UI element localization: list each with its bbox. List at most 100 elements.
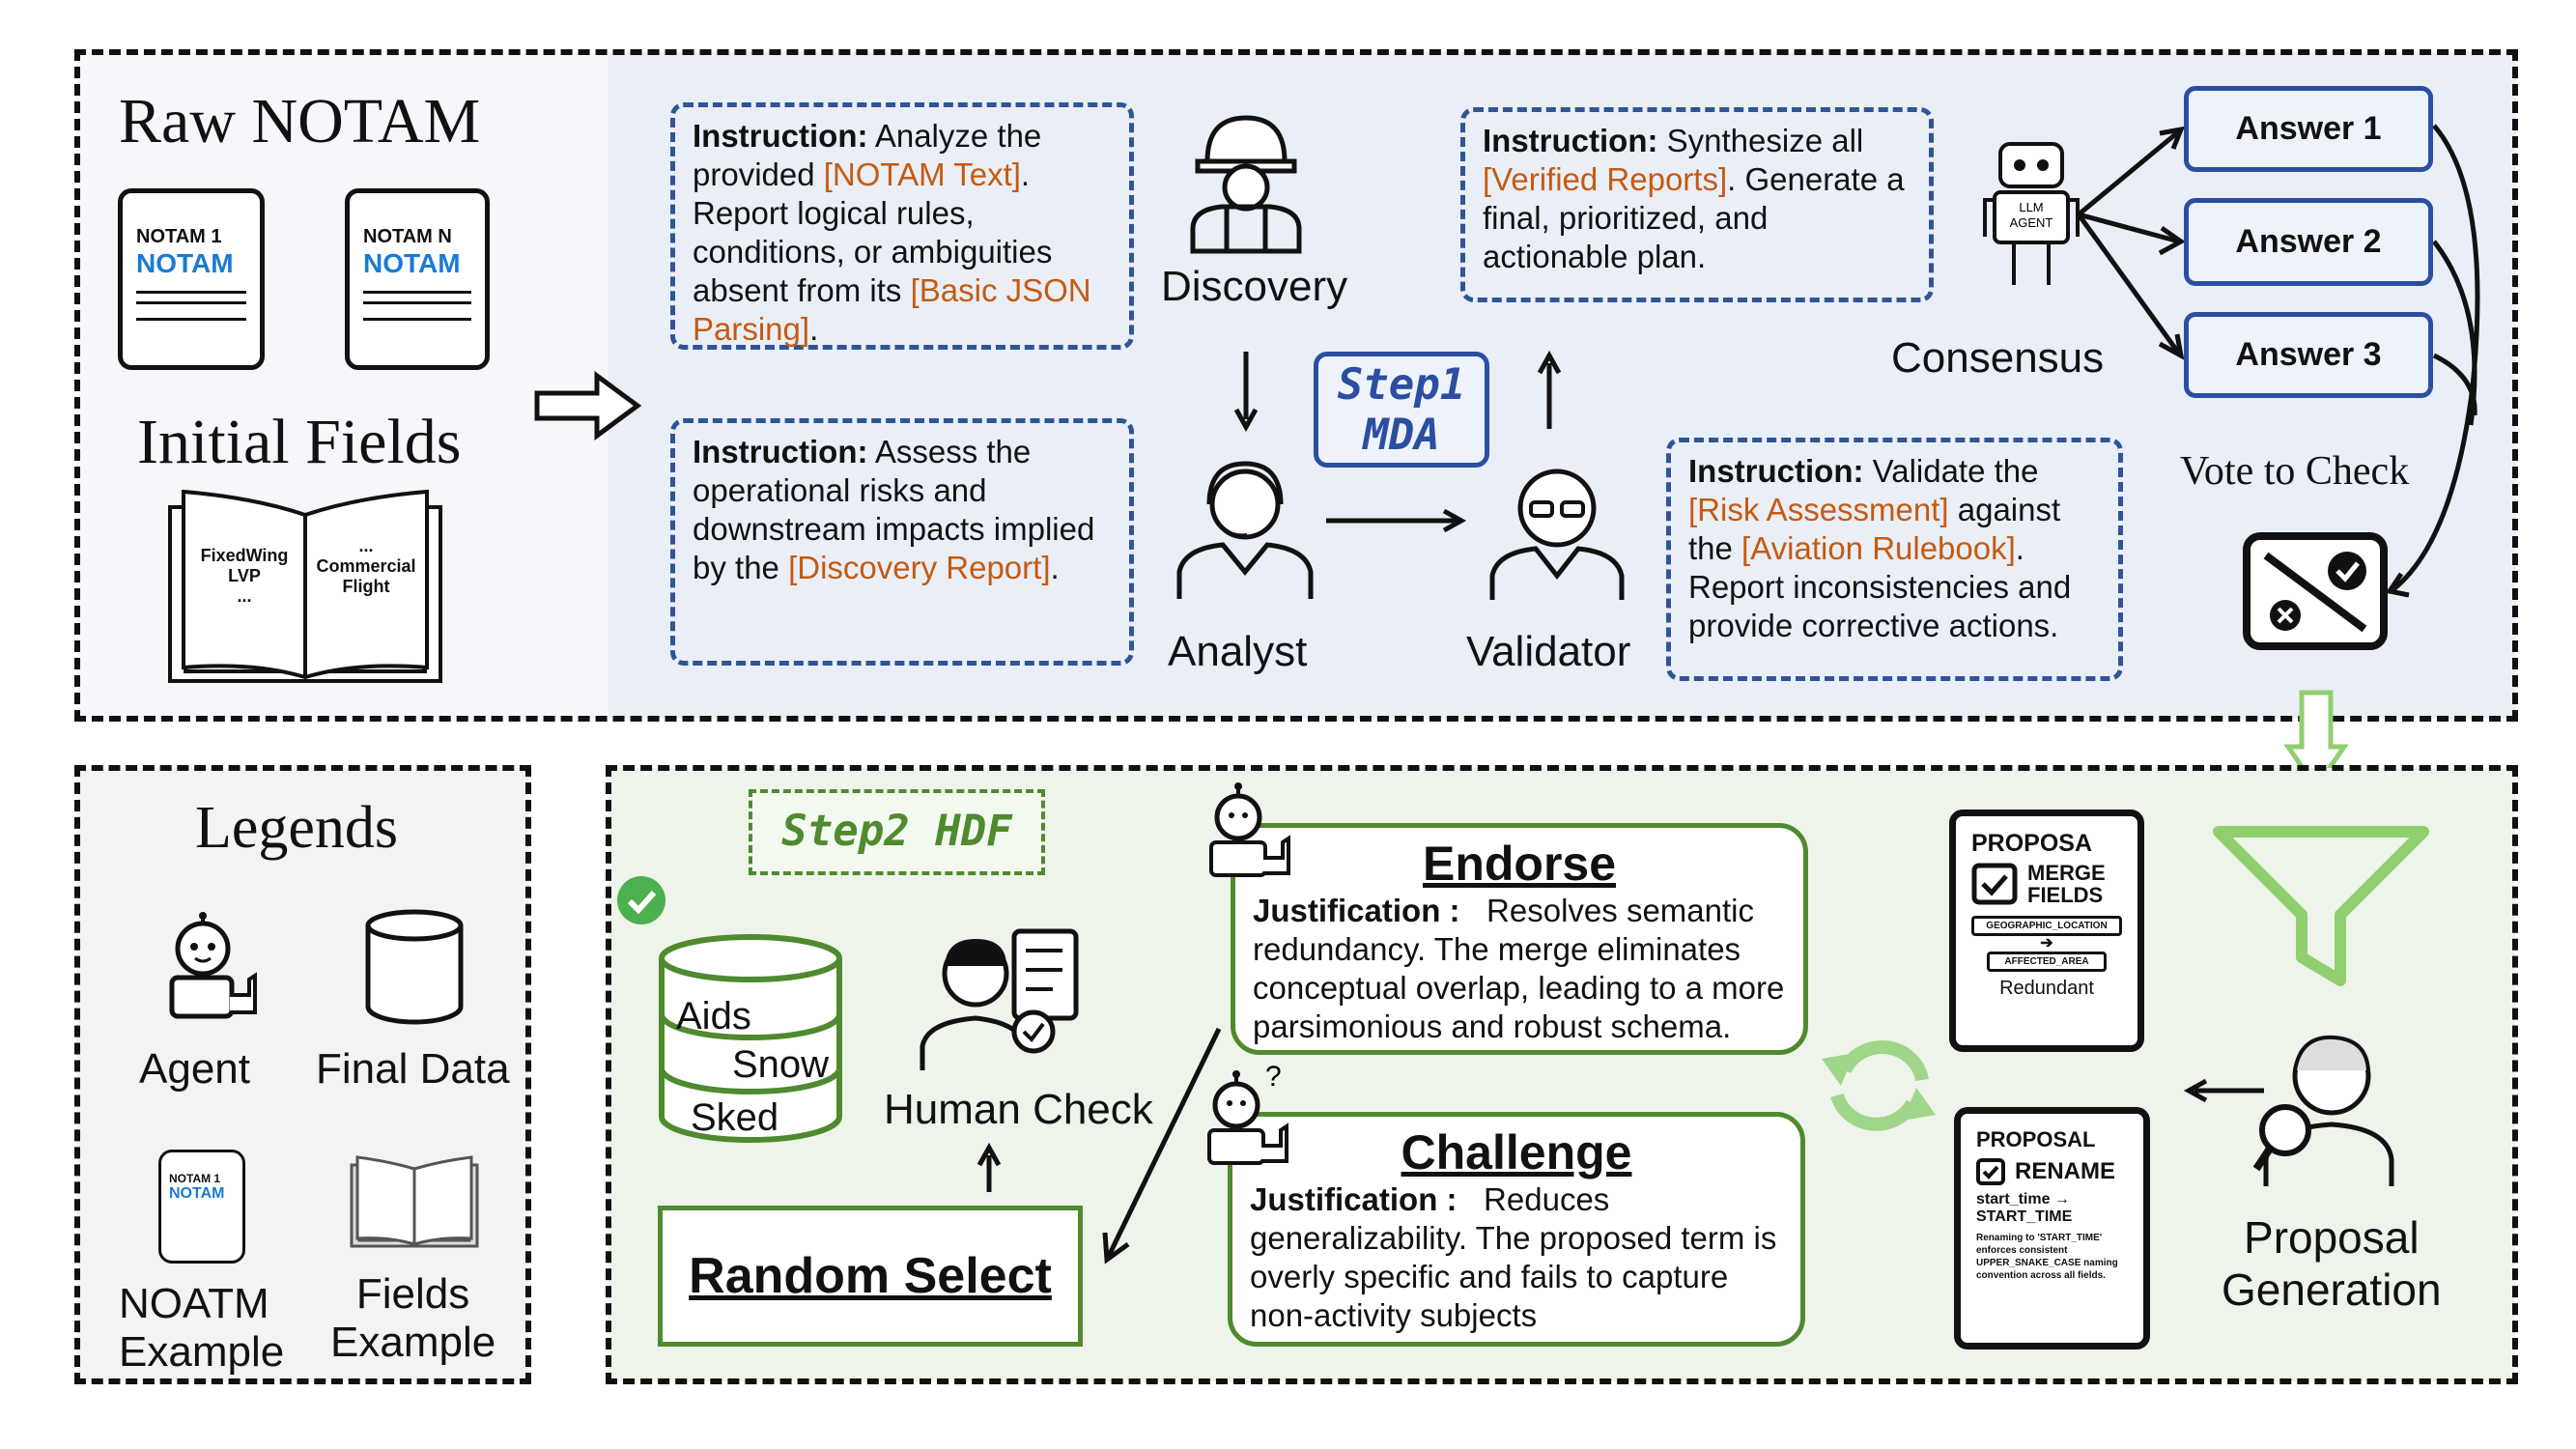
step1-panel (74, 49, 2518, 722)
fields-book-icon: FixedWing LVP ... ... Commercial Flight (166, 488, 444, 686)
role-discovery: Discovery (1161, 263, 1348, 310)
instruction-label: Instruction: (693, 118, 868, 154)
refresh-cycle-icon (1822, 1040, 1936, 1131)
instruction-highlight: [Discovery Report] (788, 550, 1051, 585)
legend-agent-label: Agent (139, 1045, 250, 1093)
step1-sub: MDA (1363, 411, 1440, 460)
proposal-note: Renaming to 'START_TIME' enforces consis… (1976, 1233, 2118, 1281)
db-label-aids: Aids (676, 995, 751, 1037)
proposal-action: MERGE (2027, 861, 2106, 885)
label-line: Proposal (2244, 1212, 2420, 1263)
raw-notam-title: Raw NOTAM (119, 86, 481, 156)
notam-doc-label: NOTAM (169, 1185, 225, 1202)
instruction-highlight: [Basic JSON Parsing] (693, 272, 1091, 347)
proposal-action: RENAME (2015, 1158, 2116, 1184)
justification-label: Justification : (1250, 1181, 1458, 1217)
instruction-text: . Generate a final, prioritized, and act… (1483, 161, 1905, 274)
instruction-highlight: [Verified Reports] (1483, 161, 1728, 197)
arrow-left (2183, 1078, 2264, 1103)
arrow-to-answer-3 (2076, 213, 2182, 355)
notam-doc-1: NOTAM 1 NOTAM (118, 188, 265, 370)
instruction-highlight: [NOTAM Text] (823, 156, 1021, 192)
challenge-justification: Reduces generalizability. The proposed t… (1250, 1181, 1777, 1333)
legends-background (77, 768, 528, 1381)
legend-final-data-label: Final Data (316, 1045, 510, 1093)
filter-funnel-icon (2213, 826, 2429, 986)
arrow-up-to-human-check (977, 1142, 1002, 1192)
proposal-generator-person-icon (2252, 1035, 2394, 1186)
llm-agent-label: AGENT (2010, 215, 2053, 230)
proposal-title: PROPOSA (1971, 830, 2093, 857)
notam-doc-n: NOTAM N NOTAM (345, 188, 490, 370)
endorse-robot-icon (1209, 782, 1290, 877)
step1-mda-badge: Step1 MDA (1314, 352, 1489, 468)
instruction-text: Assess the operational risks and downstr… (693, 434, 1095, 585)
arrow-right-icon: ➔ (2040, 935, 2053, 952)
arrow-down (1233, 352, 1259, 433)
random-select-box: Random Select (658, 1206, 1083, 1347)
legend-fields-example-label: Fields Example (330, 1270, 495, 1367)
answer-1: Answer 1 (2184, 86, 2433, 172)
instruction-text: . Report logical rules, conditions, or a… (693, 156, 1053, 308)
final-database-icon (659, 934, 842, 1143)
legend-text: Fields (355, 1270, 470, 1318)
proposal-change: start_time → (1976, 1191, 2070, 1208)
arrow-up (1537, 350, 1562, 429)
legend-text: NOATM (119, 1280, 269, 1327)
step2-hdf-badge: Step2 HDF (749, 789, 1045, 875)
answer-3: Answer 3 (2184, 312, 2433, 398)
endorse-title: Endorse (1422, 837, 1617, 891)
input-arrow-icon (534, 371, 642, 440)
instruction-text: Validate the (1863, 453, 2039, 489)
legends-panel (74, 765, 531, 1384)
check-circle-icon (617, 876, 665, 924)
proposal-action: FIELDS (2027, 883, 2104, 907)
book-text: Flight (342, 577, 390, 596)
discovery-worker-icon (1190, 115, 1302, 254)
instruction-label: Instruction: (693, 434, 868, 469)
legend-fields-example-book-icon (350, 1155, 479, 1248)
random-select-label: Random Select (689, 1248, 1052, 1304)
legend-notam-example-icon: NOTAM 1 NOTAM (158, 1150, 245, 1264)
notam-doc-header: NOTAM N (363, 226, 452, 247)
llm-agent-label: LLM (2019, 200, 2043, 214)
agent-robot-icon (169, 912, 257, 1019)
role-analyst: Analyst (1168, 628, 1308, 675)
instruction-highlight: [Risk Assessment] (1688, 492, 1949, 527)
vote-to-check-label: Vote to Check (2180, 449, 2410, 494)
arrow-right (1326, 508, 1467, 533)
answer-2: Answer 2 (2184, 198, 2433, 286)
challenge-box: Challenge Justification : Reduces genera… (1228, 1112, 1805, 1347)
instruction-discovery: Instruction: Analyze the provided [NOTAM… (670, 102, 1134, 350)
proposal-to-field: AFFECTED_AREA (1987, 952, 2107, 972)
book-icon (168, 489, 442, 683)
instruction-text: Analyze the provided (693, 118, 1042, 192)
instruction-validator: Instruction: Validate the [Risk Assessme… (1666, 438, 2123, 681)
challenge-robot-question-icon: ? (1207, 1061, 1288, 1165)
book-text: Commercial (316, 556, 416, 576)
human-check-icon (920, 928, 1079, 1070)
instruction-highlight: [Aviation Rulebook] (1741, 530, 2016, 566)
role-consensus: Consensus (1891, 334, 2105, 382)
proposal-rename-doc: PROPOSAL RENAME start_time →START_TIME R… (1954, 1107, 2150, 1350)
challenge-title: Challenge (1401, 1125, 1632, 1179)
arrow-to-answer-1 (2077, 129, 2181, 216)
notam-doc-label: NOTAM (136, 248, 234, 278)
step1-label: Step1 (1337, 360, 1466, 410)
instruction-text: Synthesize all (1657, 123, 1864, 158)
legends-title: Legends (195, 795, 399, 861)
instruction-consensus: Instruction: Synthesize all [Verified Re… (1460, 107, 1934, 302)
instruction-label: Instruction: (1483, 123, 1658, 158)
role-validator: Validator (1466, 628, 1631, 675)
analyst-headset-icon (1176, 461, 1314, 599)
db-label-snow: Snow (732, 1043, 830, 1086)
legend-notam-example-label: NOATM Example (119, 1280, 284, 1377)
db-label-sked: Sked (691, 1096, 779, 1139)
book-text: ... (358, 536, 374, 555)
proposal-title: PROPOSAL (1976, 1127, 2096, 1151)
instruction-text: . (1050, 550, 1060, 585)
